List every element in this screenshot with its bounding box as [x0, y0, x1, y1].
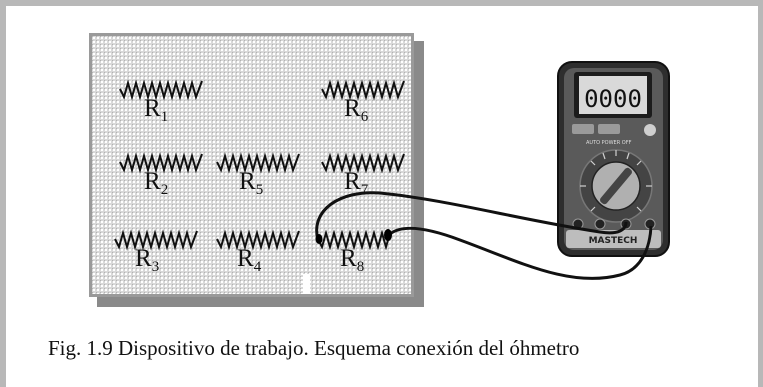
probe-tip-left: [315, 234, 323, 244]
resistor-zigzag-icon: [216, 229, 300, 251]
resistor-zigzag-icon: [321, 79, 405, 101]
meter-display: [579, 76, 647, 114]
selector-knob-pointer: [600, 167, 632, 205]
resistor-label: R8: [340, 245, 365, 275]
resistor-label: R4: [237, 245, 262, 275]
resistor-zigzag-icon: [317, 229, 391, 251]
meter-reading: 0000: [584, 85, 642, 113]
resistor-r4: R4: [215, 227, 305, 287]
resistor-zigzag-icon: [119, 79, 203, 101]
resistor-label: R6: [344, 95, 369, 125]
resistor-zigzag-icon: [321, 152, 405, 174]
resistor-r5: R5: [215, 150, 305, 210]
resistor-r2: R2: [118, 150, 208, 210]
digital-multimeter-icon: 0000 AUTO POWER OFF MASTECH: [557, 61, 670, 257]
resistor-label: R1: [144, 95, 169, 125]
resistor-label: R7: [344, 168, 369, 198]
range-button: [572, 124, 594, 134]
brand-strip: [566, 230, 661, 248]
resistor-r3: R3: [113, 227, 203, 287]
resistor-label: R3: [135, 245, 160, 275]
figure-caption: Fig. 1.9 Dispositivo de trabajo. Esquema…: [48, 336, 580, 360]
test-lead-com: [315, 191, 628, 241]
jack-ma: [594, 218, 606, 230]
power-button: [644, 124, 656, 136]
resistor-label: R5: [239, 168, 264, 198]
resistor-r6: R6: [320, 77, 410, 137]
resistor-zigzag-icon: [119, 152, 203, 174]
test-lead-ohm: [389, 225, 653, 280]
resistor-r7: R7: [320, 150, 410, 210]
hold-button: [598, 124, 620, 134]
probe-tip-right: [384, 229, 392, 241]
auto-power-label: AUTO POWER OFF: [586, 140, 632, 146]
meter-brand: MASTECH: [589, 236, 638, 246]
resistor-r8: R8: [316, 227, 406, 287]
resistor-r1: R1: [118, 77, 208, 137]
resistor-label: R2: [144, 168, 169, 198]
resistor-zigzag-icon: [216, 152, 300, 174]
resistor-zigzag-icon: [114, 229, 198, 251]
board-gap: [303, 274, 310, 294]
